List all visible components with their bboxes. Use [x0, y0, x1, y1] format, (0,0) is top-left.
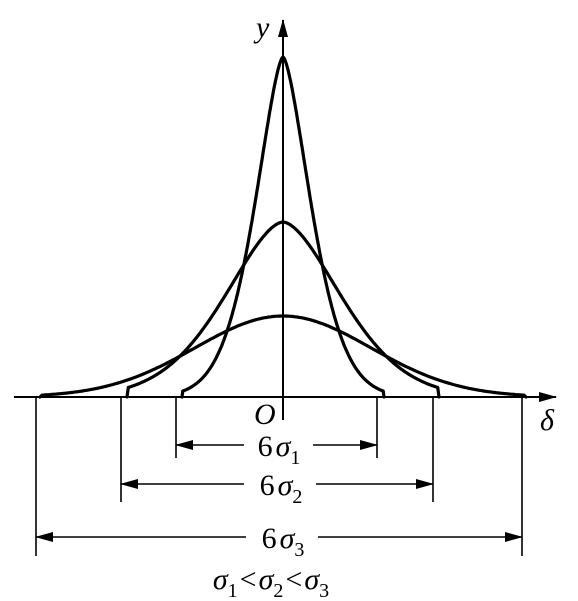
curve-sigma-1: [180, 55, 386, 399]
curve-sigma-3: [38, 314, 528, 399]
y-axis-label: y: [253, 11, 270, 44]
origin-label: O: [254, 398, 276, 431]
x-axis-label: δ: [540, 404, 555, 437]
sigma-relation-caption: σ1<σ2<σ3: [213, 563, 329, 601]
